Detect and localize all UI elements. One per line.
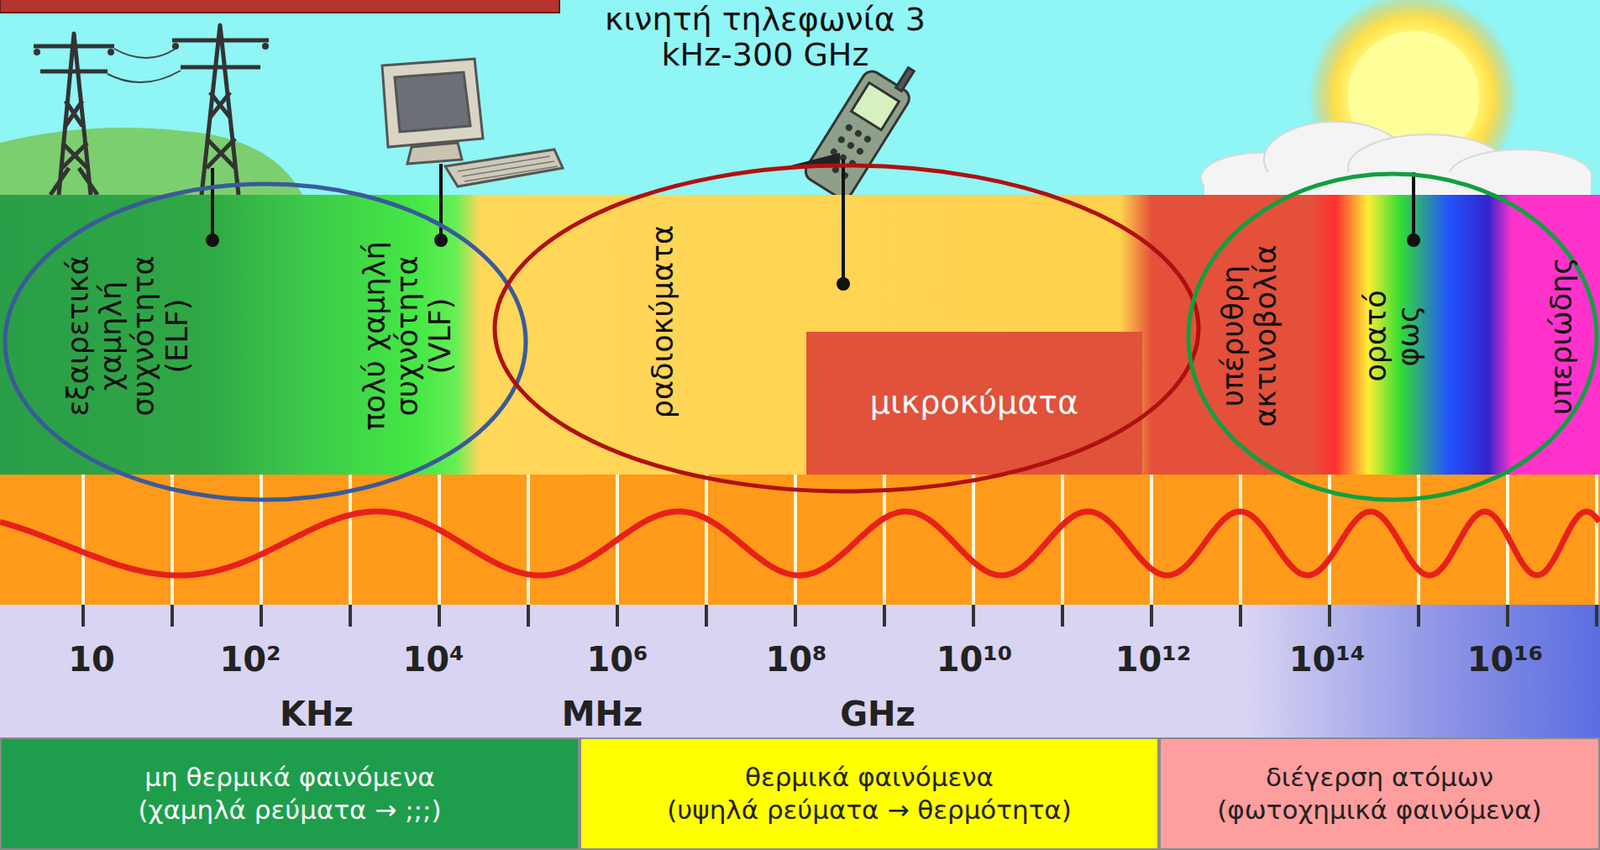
- band-label: ραδιοκύματα: [646, 187, 680, 457]
- axis-unit: KHz: [253, 695, 380, 734]
- axis-number: 10¹⁰: [911, 640, 1038, 679]
- band-label: υπεριώδης: [1545, 239, 1579, 433]
- node-text: (υψηλά ρεύματα → θερμότητα): [666, 793, 1072, 827]
- effect-box: μη θερμικά φαινόμενα(χαμηλά ρεύματα → ;;…: [0, 737, 580, 850]
- axis-number: 10⁸: [733, 640, 860, 679]
- node-text: (χαμηλά ρεύματα → ;;;): [137, 793, 441, 827]
- node-text: διέγερση ατόμων: [1265, 760, 1494, 794]
- axis-number: 10⁶: [554, 640, 681, 679]
- node-text: μη θερμικά φαινόμενα: [144, 760, 435, 794]
- band-label: ορατό φως: [1359, 281, 1426, 391]
- node-text: (φωτοχημικά φαινόμενα): [1217, 793, 1542, 827]
- microwave-band: μικροκύματα: [806, 331, 1143, 475]
- axis-number: 10¹⁴: [1264, 640, 1391, 679]
- band-label: εξαιρετικά χαμηλή συχνότητα (ELF): [62, 251, 195, 420]
- band-label: πολύ χαμηλή συχνότητα (VLF): [358, 235, 458, 437]
- axis-number: 10¹⁶: [1442, 640, 1569, 679]
- axis-number: 10⁴: [370, 640, 497, 679]
- band-label: υπέρυθρη ακτινοβολία: [1217, 230, 1283, 441]
- axis-unit: MHz: [539, 695, 666, 734]
- axis-unit: GHz: [814, 695, 941, 734]
- node-text: θερμικά φαινόμενα: [744, 760, 994, 794]
- node-text: μικροκύματα: [870, 382, 1079, 424]
- axis-number: 10¹²: [1090, 640, 1217, 679]
- axis-number: 10²: [187, 640, 314, 679]
- effect-box: διέγερση ατόμων(φωτοχημικά φαινόμενα): [1159, 737, 1600, 850]
- band-note: κινητή τηλεφωνία 3 kHz-300 GHz: [580, 1, 950, 74]
- axis-number: 10: [28, 640, 155, 679]
- effect-box: θερμικά φαινόμενα(υψηλά ρεύματα → θερμότ…: [579, 737, 1160, 850]
